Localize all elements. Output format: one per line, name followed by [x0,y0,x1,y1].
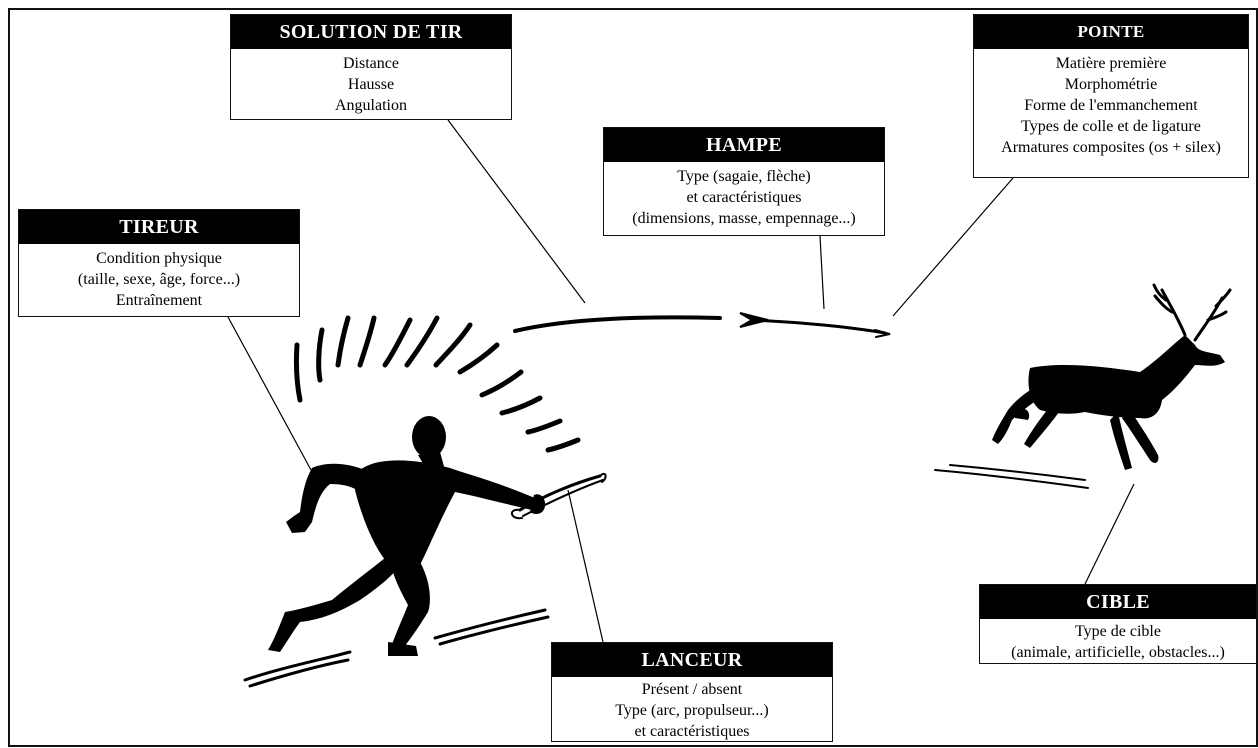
trajectory-line-1 [513,315,722,333]
box-cible-title: CIBLE [980,585,1256,619]
lanceur-line-2: Type (arc, propulseur...) [615,702,769,719]
hampe-line-2: et caractéristiques [686,189,802,206]
trajectory [513,312,891,338]
box-lanceur: LANCEUR Présent / absent Type (arc, prop… [551,642,833,742]
hampe-line-3: (dimensions, masse, empennage...) [632,210,856,227]
box-tireur-title: TIREUR [19,210,299,244]
pointe-line-1: Matière première [1055,55,1167,72]
connector-cible [1084,483,1135,585]
frame-border [8,8,1258,747]
solution-line-2: Hausse [347,76,395,93]
lanceur-line-3: et caractéristiques [634,723,750,740]
pointe-line-5: Armatures composites (os + silex) [1001,139,1221,156]
box-solution-title: SOLUTION DE TIR [231,15,511,49]
connector-pointe [892,177,1014,317]
box-hampe-title: HAMPE [604,128,884,162]
connector-tireur [227,316,312,471]
connector-lanceur [567,489,604,643]
hampe-line-1: Type (sagaie, flèche) [677,168,811,185]
ground-lines-thrower [243,608,550,688]
motion-arcs [293,315,581,453]
connector-solution [447,119,586,304]
cible-line-1: Type de cible [1075,623,1161,640]
lanceur-line-1: Présent / absent [641,681,743,698]
pointe-line-3: Forme de l'emmanchement [1024,97,1198,114]
box-tireur: TIREUR Condition physique (taille, sexe,… [18,209,300,317]
box-pointe-title: POINTE [974,15,1248,49]
cible-line-2: (animale, artificielle, obstacles...) [1011,644,1225,661]
pointe-line-2: Morphométrie [1064,76,1158,93]
tireur-line-3: Entraînement [115,292,203,309]
deer-antlers [1152,283,1232,342]
arrow-tip [874,329,891,338]
arrow-shaft [750,318,887,335]
ground-lines-deer [934,464,1089,489]
box-hampe: HAMPE Type (sagaie, flèche) et caractéri… [603,127,885,236]
box-cible: CIBLE Type de cible (animale, artificiel… [979,584,1257,664]
connector-lines [227,119,1135,643]
solution-line-1: Distance [343,55,399,72]
deer-silhouette [992,335,1225,470]
spear-thrower [511,472,607,520]
box-pointe: POINTE Matière première Morphométrie For… [973,14,1249,178]
connector-hampe [819,235,825,310]
pointe-line-4: Types de colle et de ligature [1021,118,1201,135]
box-lanceur-title: LANCEUR [552,643,832,677]
box-solution-de-tir: SOLUTION DE TIR Distance Hausse Angulati… [230,14,512,120]
solution-line-3: Angulation [335,97,407,114]
tireur-line-2: (taille, sexe, âge, force...) [77,271,241,288]
thrower-silhouette [268,416,546,656]
tireur-line-1: Condition physique [96,250,222,267]
arrow-fletching [739,312,769,328]
